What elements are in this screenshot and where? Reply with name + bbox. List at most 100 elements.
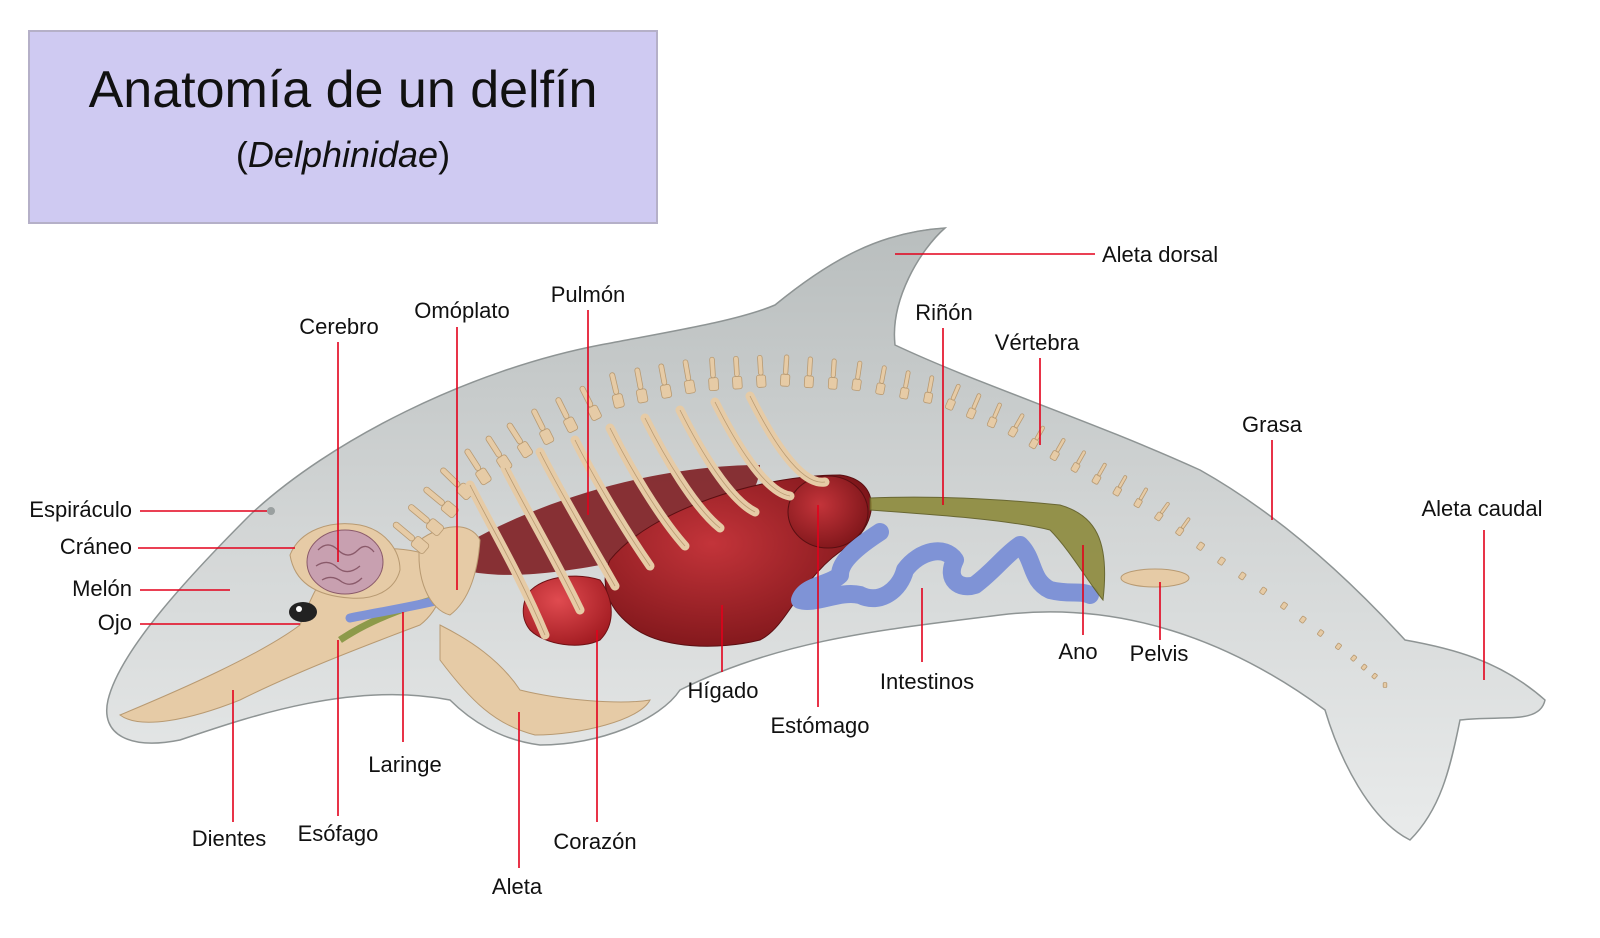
label-melon: Melón (72, 576, 132, 601)
rib-outline (574, 439, 651, 567)
vertebra (756, 354, 767, 388)
label-dientes: Dientes (192, 826, 267, 851)
vertebra (1196, 541, 1205, 551)
vertebra (944, 383, 961, 411)
vertebra (555, 397, 579, 433)
eye-highlight (296, 606, 302, 612)
vertebra (609, 372, 625, 409)
label-omoplato: Omóplato (414, 298, 509, 323)
vertebra (875, 365, 887, 396)
lung (440, 465, 760, 575)
vertebra (408, 504, 444, 536)
subtitle-latin: Delphinidae (247, 134, 439, 175)
vertebra (899, 370, 911, 400)
ribs (465, 391, 830, 640)
vertebra (1371, 672, 1378, 680)
rib-outline (714, 401, 791, 497)
label-esofago: Esófago (298, 821, 379, 846)
vertebra (1112, 475, 1128, 497)
vertebra (682, 359, 696, 395)
vertebra (966, 393, 982, 420)
label-aleta-caudal: Aleta caudal (1421, 496, 1542, 521)
eye (289, 602, 317, 622)
leader-lines (138, 253, 1485, 868)
vertebra (779, 354, 791, 387)
label-aleta-dorsal: Aleta dorsal (1102, 242, 1218, 267)
vertebra (531, 408, 555, 445)
vertebra (1175, 517, 1191, 536)
vertebra (1154, 502, 1170, 522)
vertebra (1091, 462, 1107, 485)
label-estomago: Estómago (770, 713, 869, 738)
vertebra (579, 385, 602, 421)
label-rinon: Riñón (915, 300, 972, 325)
label-espiraculo: Espiráculo (29, 497, 132, 522)
vertebra (1070, 450, 1086, 473)
vertebra (827, 358, 838, 390)
subtitle-close-paren: ) (438, 134, 451, 175)
vertebra (1280, 601, 1288, 610)
labels: Aleta dorsal Pulmón Omóplato Cerebro Riñ… (29, 242, 1542, 899)
larynx-tube (345, 595, 445, 623)
label-craneo: Cráneo (60, 534, 132, 559)
intestines (791, 523, 1099, 610)
rib-outline (504, 467, 581, 611)
label-pulmon: Pulmón (551, 282, 626, 307)
stomach (787, 475, 869, 549)
vertebra (423, 486, 459, 518)
label-cerebro: Cerebro (299, 314, 378, 339)
vertebra (1007, 413, 1025, 438)
label-grasa: Grasa (1242, 412, 1303, 437)
vertebra (485, 435, 513, 472)
title-box: Anatomía de un delfín (Delphinidae) (28, 30, 658, 224)
vertebra (1133, 487, 1148, 509)
label-vertebra: Vértebra (995, 330, 1080, 355)
vertebra (1217, 556, 1226, 566)
rib-outline (749, 395, 826, 483)
label-corazon: Corazón (553, 829, 636, 854)
subtitle-open-paren: ( (235, 134, 248, 175)
vertebra (658, 363, 673, 399)
kidney (869, 496, 1106, 602)
vertebra (634, 367, 649, 404)
blowhole (267, 507, 275, 515)
label-higado: Hígado (688, 678, 759, 703)
vertebra (1335, 642, 1342, 650)
vertebra (1259, 586, 1268, 595)
vertebra (506, 422, 533, 459)
vertebra (1299, 615, 1307, 624)
brain-folds (315, 544, 375, 585)
rib-outline (469, 484, 546, 636)
vertebra (1049, 438, 1066, 461)
page-title: Anatomía de un delfín (88, 61, 598, 119)
label-ojo: Ojo (98, 610, 132, 635)
page-subtitle: (Delphinidae) (30, 132, 656, 178)
label-aleta: Aleta (492, 874, 543, 899)
rib-outline (679, 409, 756, 513)
vertebra (464, 448, 492, 486)
label-laringe: Laringe (368, 752, 441, 777)
vertebra (732, 355, 743, 390)
label-ano: Ano (1058, 639, 1097, 664)
vertebra (708, 356, 720, 392)
rib-outline (539, 451, 616, 587)
spine (392, 354, 1388, 688)
vertebra (1350, 654, 1358, 662)
label-pelvis: Pelvis (1130, 641, 1189, 666)
rib-outline (609, 427, 686, 547)
vertebra (986, 402, 1002, 429)
vertebra (923, 375, 935, 404)
dorsal-fin (774, 227, 947, 346)
brain (306, 529, 384, 595)
vertebra (851, 360, 863, 392)
vertebra (803, 356, 814, 389)
label-intestinos: Intestinos (880, 669, 974, 694)
vertebra (392, 521, 430, 554)
pelvis-bone (1120, 568, 1190, 588)
vertebra (1317, 629, 1325, 637)
vertebra (1360, 663, 1368, 671)
vertebra (1382, 682, 1388, 688)
vertebra (1238, 571, 1247, 581)
